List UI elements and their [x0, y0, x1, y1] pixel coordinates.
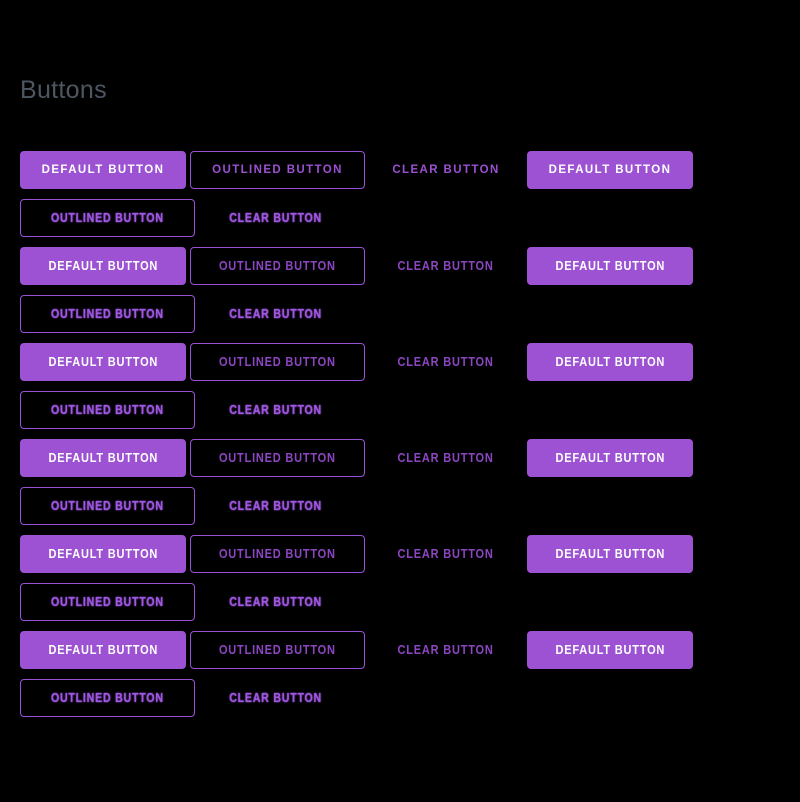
button-row: DEFAULT BUTTON OUTLINED BUTTON CLEAR BUTTO…: [0, 247, 800, 285]
default-button[interactable]: DEFAULT BUTTON: [20, 535, 186, 573]
button-label: CLEAR BUTTON: [397, 451, 495, 465]
outlined-button[interactable]: OUTLINED BUTTON: [20, 487, 195, 525]
clear-button[interactable]: CLEAR BUTTON: [376, 439, 516, 477]
button-label: OUTLINED BUTTON: [212, 164, 343, 176]
default-button[interactable]: DEFAULT BUTTON: [527, 151, 693, 189]
default-button[interactable]: DEFAULT BUTTON: [527, 631, 693, 669]
button-label: CLEAR BUTTON: [229, 211, 323, 225]
button-label: DEFAULT BUTTON: [555, 259, 665, 273]
button-label: OUTLINED BUTTON: [219, 355, 336, 369]
button-label: OUTLINED BUTTON: [51, 691, 164, 705]
outlined-button[interactable]: OUTLINED BUTTON: [20, 199, 195, 237]
button-label: DEFAULT BUTTON: [555, 547, 665, 561]
clear-button[interactable]: CLEAR BUTTON: [206, 295, 346, 333]
button-label: OUTLINED BUTTON: [51, 307, 164, 321]
button-label: OUTLINED BUTTON: [51, 403, 164, 417]
clear-button[interactable]: CLEAR BUTTON: [376, 247, 516, 285]
button-row: DEFAULT BUTTON OUTLINED BUTTON CLEAR BUTTO…: [0, 631, 800, 669]
button-label: DEFAULT BUTTON: [555, 451, 665, 465]
page-title: Buttons: [20, 76, 107, 104]
button-label: CLEAR BUTTON: [229, 499, 323, 513]
outlined-button[interactable]: OUTLINED BUTTON: [190, 151, 365, 189]
button-row: OUTLINED BUTTON CLEAR BUTTON: [0, 391, 800, 429]
button-label: CLEAR BUTTON: [229, 691, 323, 705]
clear-button[interactable]: CLEAR BUTTON: [376, 631, 516, 669]
outlined-button[interactable]: OUTLINED BUTTON: [20, 583, 195, 621]
button-row: OUTLINED BUTTON CLEAR BUTTON: [0, 199, 800, 237]
default-button[interactable]: DEFAULT BUTTON: [527, 247, 693, 285]
default-button[interactable]: DEFAULT BUTTON: [527, 535, 693, 573]
outlined-button[interactable]: OUTLINED BUTTON: [20, 391, 195, 429]
button-label: OUTLINED BUTTON: [219, 643, 336, 657]
button-label: OUTLINED BUTTON: [51, 499, 164, 513]
button-label: CLEAR BUTTON: [397, 643, 495, 657]
button-row: OUTLINED BUTTON CLEAR BUTTON: [0, 583, 800, 621]
button-label: OUTLINED BUTTON: [51, 595, 164, 609]
default-button[interactable]: DEFAULT BUTTON: [20, 343, 186, 381]
button-row: OUTLINED BUTTON CLEAR BUTTON: [0, 679, 800, 717]
outlined-button[interactable]: OUTLINED BUTTON: [190, 343, 365, 381]
default-button[interactable]: DEFAULT BUTTON: [527, 439, 693, 477]
button-label: CLEAR BUTTON: [397, 355, 495, 369]
button-label: DEFAULT BUTTON: [48, 451, 158, 465]
clear-button[interactable]: CLEAR BUTTON: [376, 343, 516, 381]
button-label: DEFAULT BUTTON: [555, 643, 665, 657]
button-row: DEFAULT BUTTON OUTLINED BUTTON CLEAR BUTTO…: [0, 343, 800, 381]
button-label: DEFAULT BUTTON: [48, 355, 158, 369]
outlined-button[interactable]: OUTLINED BUTTON: [20, 679, 195, 717]
button-label: CLEAR BUTTON: [229, 307, 323, 321]
clear-button[interactable]: CLEAR BUTTON: [206, 583, 346, 621]
default-button[interactable]: DEFAULT BUTTON: [20, 151, 186, 189]
button-row: DEFAULT BUTTON OUTLINED BUTTON CLEAR BUTTO…: [0, 151, 800, 189]
default-button[interactable]: DEFAULT BUTTON: [20, 439, 186, 477]
button-label: DEFAULT BUTTON: [555, 355, 665, 369]
button-label: CLEAR BUTTON: [397, 547, 495, 561]
outlined-button[interactable]: OUTLINED BUTTON: [190, 535, 365, 573]
clear-button[interactable]: CLEAR BUTTON: [206, 199, 346, 237]
clear-button[interactable]: CLEAR BUTTON: [376, 535, 516, 573]
button-row: OUTLINED BUTTON CLEAR BUTTON: [0, 487, 800, 525]
clear-button[interactable]: CLEAR BUTTON: [376, 151, 516, 189]
clear-button[interactable]: CLEAR BUTTON: [206, 679, 346, 717]
default-button[interactable]: DEFAULT BUTTON: [527, 343, 693, 381]
button-label: DEFAULT BUTTON: [48, 547, 158, 561]
button-label: CLEAR BUTTON: [229, 595, 323, 609]
outlined-button[interactable]: OUTLINED BUTTON: [190, 631, 365, 669]
button-row: OUTLINED BUTTON CLEAR BUTTON: [0, 295, 800, 333]
button-label: DEFAULT BUTTON: [48, 643, 158, 657]
outlined-button[interactable]: OUTLINED BUTTON: [20, 295, 195, 333]
button-label: OUTLINED BUTTON: [219, 547, 336, 561]
clear-button[interactable]: CLEAR BUTTON: [206, 391, 346, 429]
button-label: CLEAR BUTTON: [229, 403, 323, 417]
button-label: OUTLINED BUTTON: [219, 451, 336, 465]
button-label: DEFAULT BUTTON: [548, 164, 672, 176]
default-button[interactable]: DEFAULT BUTTON: [20, 631, 186, 669]
button-label: DEFAULT BUTTON: [48, 259, 158, 273]
button-label: CLEAR BUTTON: [397, 259, 495, 273]
button-label: DEFAULT BUTTON: [41, 164, 165, 176]
outlined-button[interactable]: OUTLINED BUTTON: [190, 439, 365, 477]
default-button[interactable]: DEFAULT BUTTON: [20, 247, 186, 285]
button-label: OUTLINED BUTTON: [51, 211, 164, 225]
button-label: CLEAR BUTTON: [392, 164, 500, 176]
button-row: DEFAULT BUTTON OUTLINED BUTTON CLEAR BUTTO…: [0, 535, 800, 573]
clear-button[interactable]: CLEAR BUTTON: [206, 487, 346, 525]
button-row: DEFAULT BUTTON OUTLINED BUTTON CLEAR BUTTO…: [0, 439, 800, 477]
outlined-button[interactable]: OUTLINED BUTTON: [190, 247, 365, 285]
button-label: OUTLINED BUTTON: [219, 259, 336, 273]
